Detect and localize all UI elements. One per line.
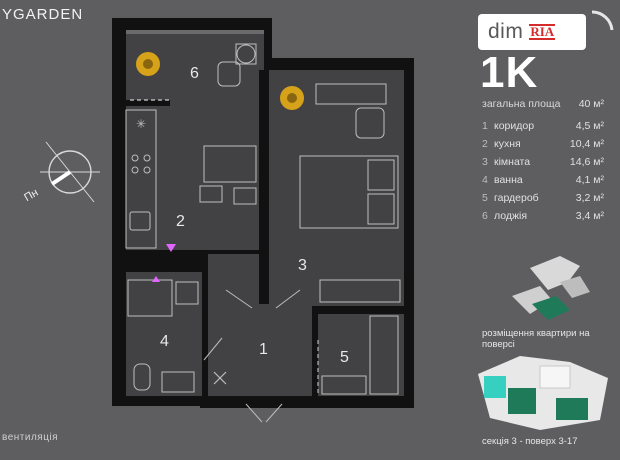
- room-number-3: 3: [298, 257, 307, 274]
- dimria-logo[interactable]: dim RIA: [478, 14, 586, 50]
- total-area-label: загальна площа: [482, 98, 561, 110]
- total-area-value: 40 м²: [578, 98, 604, 110]
- section-diagram: [478, 356, 608, 430]
- room-row-name: кімната: [494, 156, 531, 168]
- room-number-6: 6: [190, 65, 199, 82]
- room-number-2: 2: [176, 213, 185, 230]
- room-row-num: 6: [482, 210, 488, 222]
- plant-icon: [136, 52, 304, 110]
- compass: Пн: [22, 141, 100, 204]
- ventilation-label: вентиляція: [2, 432, 59, 443]
- room-row-num: 2: [482, 138, 488, 150]
- logo-ria: RIA: [529, 24, 556, 40]
- total-area-row: загальна площа 40 м²: [482, 98, 604, 110]
- room-row: 2 кухня 10,4 м²: [482, 138, 604, 150]
- room-row-name: ванна: [494, 174, 523, 186]
- room-row-num: 5: [482, 192, 488, 204]
- floor-location-diagram: [512, 256, 590, 320]
- section-caption: секція 3 - поверх 3-17: [482, 436, 578, 447]
- room-number-5: 5: [340, 349, 349, 366]
- svg-text:✳: ✳: [136, 117, 146, 131]
- ventilation-marker: [166, 244, 176, 252]
- room-row: 5 гардероб 3,2 м²: [482, 192, 604, 204]
- room-row-num: 1: [482, 120, 488, 132]
- room-row-area: 3,2 м²: [575, 192, 604, 204]
- compass-label: Пн: [22, 187, 40, 204]
- kitchen-floor: [126, 106, 260, 250]
- room-number-4: 4: [160, 333, 169, 350]
- wardrobe-floor: [318, 314, 404, 396]
- room-number-1: 1: [259, 341, 268, 358]
- room-row-name: коридор: [494, 120, 535, 132]
- room-row-name: гардероб: [494, 192, 539, 204]
- room-row: 3 кімната 14,6 м²: [482, 156, 604, 168]
- room-row-num: 3: [482, 156, 488, 168]
- room-row-area: 4,1 м²: [575, 174, 604, 186]
- room-row-area: 14,6 м²: [569, 156, 604, 168]
- room-row: 1 коридор 4,5 м²: [482, 120, 604, 132]
- brand-name: YGARDEN: [2, 6, 84, 23]
- room-row: 4 ванна 4,1 м²: [482, 174, 604, 186]
- apartment-type: 1K: [480, 48, 539, 97]
- bath-floor: [126, 272, 202, 396]
- room-row: 6 лоджія 3,4 м²: [482, 210, 604, 222]
- logo-dim: dim: [488, 20, 524, 43]
- floor-location-caption: розміщення квартири на поверсі: [482, 328, 590, 350]
- room-row-area: 3,4 м²: [575, 210, 604, 222]
- room-row-area: 10,4 м²: [569, 138, 604, 150]
- corner-arc: [591, 10, 614, 31]
- room-row-name: лоджія: [494, 210, 528, 222]
- room-row-num: 4: [482, 174, 488, 186]
- room-row-area: 4,5 м²: [575, 120, 604, 132]
- room-row-name: кухня: [494, 138, 521, 150]
